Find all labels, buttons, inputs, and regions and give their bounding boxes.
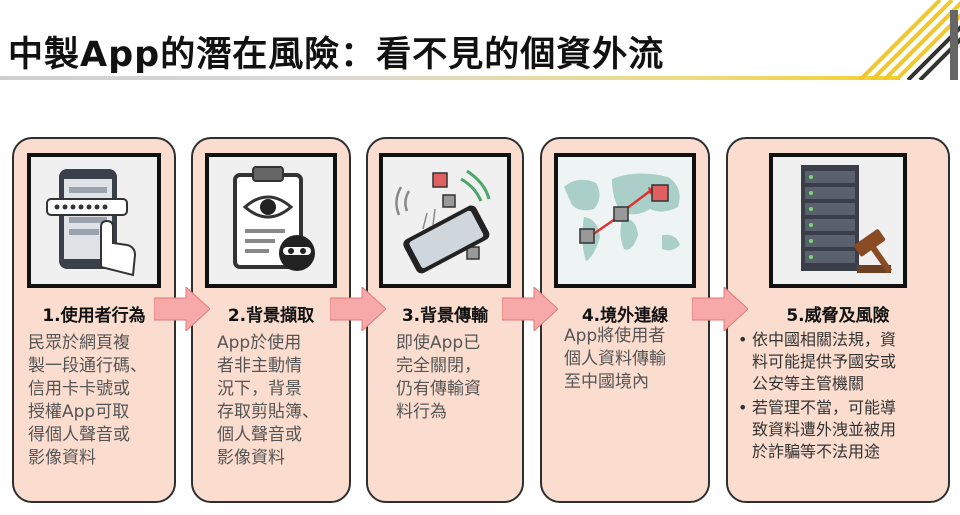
arrow-right-icon — [502, 287, 558, 331]
step-card-1: 1.使用者行為 民眾於網頁複 製一段通行碼、 信用卡卡號或 授權App可取 得個… — [12, 137, 176, 503]
step-card-2: 2.背景擷取 App於使用 者非主動情 況下，背景 存取剪貼簿、 個人聲音或 影… — [191, 137, 351, 503]
page-title: 中製App的潛在風險：看不見的個資外流 — [8, 35, 665, 75]
clipboard-spy-icon — [205, 153, 337, 288]
step-description: 即使App已 完全關閉， 仍有傳輸資 料行為 — [396, 333, 481, 422]
step-heading: 3.背景傳輸 — [401, 306, 489, 326]
step-card-4: 4.境外連線 App將使用者 個人資料傳輸 至中國境內 — [540, 137, 710, 503]
server-gavel-icon — [769, 153, 907, 288]
step-heading: 4.境外連線 — [581, 306, 669, 326]
corner-stripes-decoration — [858, 0, 960, 80]
phone-transmission-icon — [379, 153, 511, 288]
risk-bullet-item: 依中國相關法規，資 料可能提供予國安或 公安等主管機關 — [738, 329, 942, 395]
step-heading: 1.使用者行為 — [42, 306, 146, 326]
arrow-right-icon — [154, 287, 210, 331]
step-description: App將使用者 個人資料傳輸 至中國境內 — [564, 326, 666, 392]
step-description: App於使用 者非主動情 況下，背景 存取剪貼簿、 個人聲音或 影像資料 — [217, 333, 319, 468]
step-heading: 2.背景擷取 — [227, 306, 315, 326]
step-card-3: 3.背景傳輸 即使App已 完全關閉， 仍有傳輸資 料行為 — [366, 137, 524, 503]
risk-bullet-list: 依中國相關法規，資 料可能提供予國安或 公安等主管機關 若管理不當，可能導 致資… — [738, 329, 942, 465]
world-map-data-flow-icon — [554, 153, 696, 288]
step-card-5: 5.威脅及風險 依中國相關法規，資 料可能提供予國安或 公安等主管機關 若管理不… — [726, 137, 950, 503]
title-underline — [0, 76, 900, 80]
step-description: 民眾於網頁複 製一段通行碼、 信用卡卡號或 授權App可取 得個人聲音或 影像資… — [28, 333, 147, 468]
arrow-right-icon — [692, 287, 748, 331]
phone-password-icon — [27, 153, 161, 288]
risk-bullet-item: 若管理不當，可能導 致資料遭外洩並被用 於詐騙等不法用途 — [738, 397, 942, 463]
arrow-right-icon — [330, 287, 386, 331]
step-heading: 5.威脅及風險 — [786, 306, 890, 326]
